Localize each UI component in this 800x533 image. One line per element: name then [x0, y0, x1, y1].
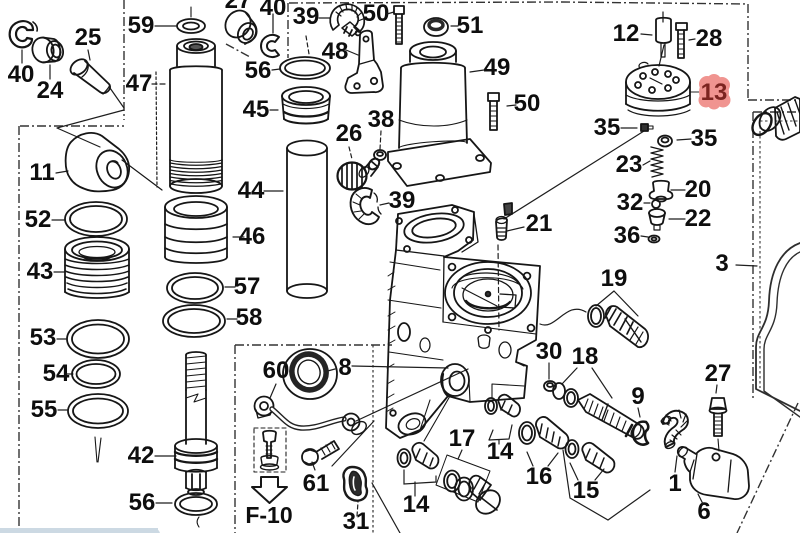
svg-text:15: 15 [573, 477, 600, 504]
svg-text:8: 8 [338, 354, 351, 381]
svg-text:21: 21 [526, 210, 553, 237]
svg-text:16: 16 [526, 463, 553, 490]
svg-text:38: 38 [368, 106, 395, 133]
svg-text:F-10: F-10 [245, 502, 292, 528]
svg-text:9: 9 [631, 383, 644, 410]
svg-text:24: 24 [37, 77, 64, 104]
svg-text:19: 19 [601, 265, 628, 292]
svg-text:39: 39 [389, 187, 416, 214]
svg-text:56: 56 [129, 489, 156, 516]
svg-text:58: 58 [236, 304, 263, 331]
svg-text:36: 36 [614, 222, 641, 249]
svg-text:12: 12 [613, 20, 640, 47]
svg-text:27: 27 [705, 360, 732, 387]
svg-text:6: 6 [697, 498, 710, 525]
svg-text:27: 27 [225, 0, 252, 14]
svg-text:20: 20 [685, 176, 712, 203]
svg-text:40: 40 [260, 0, 287, 21]
svg-text:28: 28 [696, 25, 723, 52]
svg-text:35: 35 [594, 114, 621, 141]
svg-text:18: 18 [572, 343, 599, 370]
svg-text:60: 60 [263, 357, 290, 384]
svg-text:53: 53 [30, 324, 57, 351]
svg-text:32: 32 [617, 189, 644, 216]
svg-text:47: 47 [126, 70, 153, 97]
svg-text:42: 42 [128, 442, 155, 469]
svg-text:55: 55 [31, 396, 58, 423]
svg-text:22: 22 [685, 205, 712, 232]
svg-text:14: 14 [487, 438, 514, 465]
svg-text:59: 59 [128, 12, 155, 39]
svg-text:50: 50 [514, 90, 541, 117]
svg-text:26: 26 [336, 120, 363, 147]
svg-text:43: 43 [27, 258, 54, 285]
svg-text:52: 52 [25, 206, 52, 233]
svg-text:40: 40 [8, 61, 35, 88]
svg-text:48: 48 [322, 38, 349, 65]
svg-text:25: 25 [75, 24, 102, 51]
svg-text:61: 61 [303, 470, 330, 497]
svg-text:51: 51 [457, 12, 484, 39]
svg-text:49: 49 [484, 54, 511, 81]
svg-text:44: 44 [238, 177, 265, 204]
svg-text:11: 11 [29, 159, 54, 186]
svg-text:14: 14 [403, 491, 430, 518]
svg-text:50: 50 [363, 0, 390, 27]
svg-text:54: 54 [43, 360, 70, 387]
svg-text:1: 1 [668, 470, 681, 497]
svg-text:35: 35 [691, 125, 718, 152]
svg-text:3: 3 [715, 250, 728, 277]
svg-text:13: 13 [701, 79, 728, 106]
svg-text:57: 57 [234, 273, 261, 300]
svg-text:39: 39 [293, 3, 320, 30]
svg-text:23: 23 [616, 151, 643, 178]
svg-text:45: 45 [243, 96, 270, 123]
svg-text:56: 56 [245, 57, 272, 84]
svg-text:31: 31 [343, 508, 370, 533]
svg-text:30: 30 [536, 338, 563, 365]
svg-text:17: 17 [449, 425, 476, 452]
